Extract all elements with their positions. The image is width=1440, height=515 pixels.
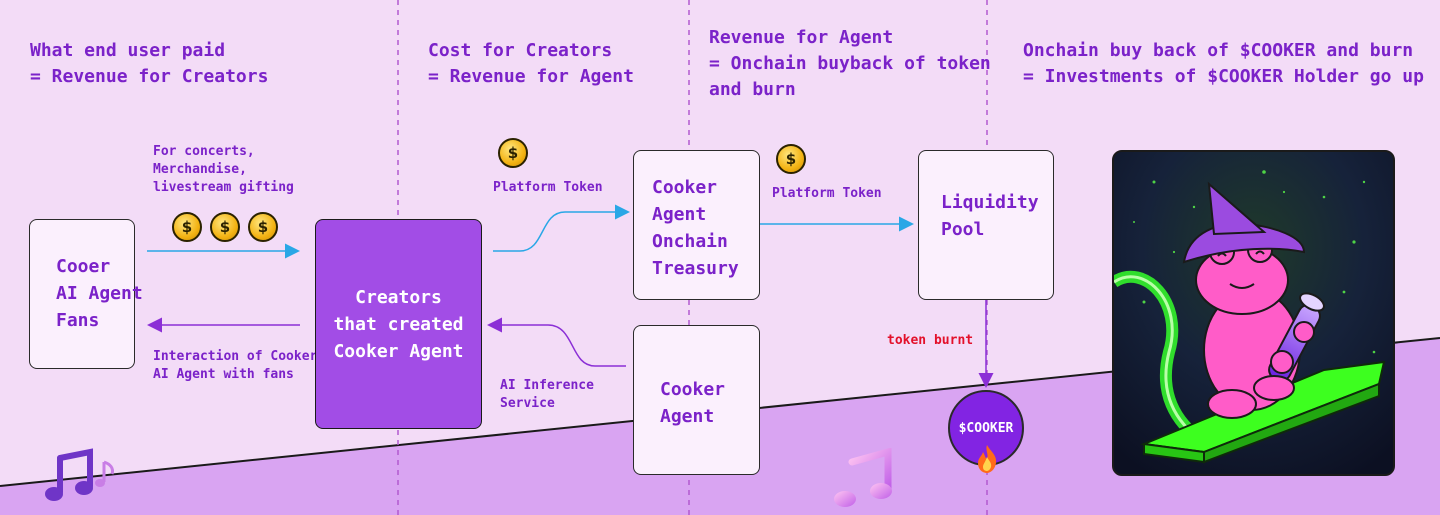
creators-box: Creators that created Cooker Agent [315, 219, 482, 429]
fire-icon [978, 445, 997, 473]
dollar-coin-icon: $ [776, 144, 806, 174]
heading-buyback-and-burn: Revenue for Agent = Onchain buyback of t… [709, 27, 991, 100]
ai-inference-label: AI Inference Service [500, 378, 594, 411]
platform-token-label-2: Platform Token [772, 186, 882, 201]
heading-revenue-for-creators: What end user paid = Revenue for Creator… [30, 40, 269, 87]
music-note-icon [834, 448, 892, 507]
creators-box-label: Creators that created Cooker Agent [333, 286, 464, 362]
token-burnt-label: token burnt [887, 333, 974, 348]
dollar-coin-icon: $ [248, 212, 278, 242]
dollar-coin-icon: $ [210, 212, 240, 242]
arrow-agent-to-creators [487, 317, 626, 367]
fans-box: Cooer AI Agent Fans [29, 219, 143, 369]
liquidity-pool-box: Liquidity Pool [918, 150, 1054, 300]
treasury-box-label: Cooker Agent Onchain Treasury [652, 177, 739, 279]
treasury-box: Cooker Agent Onchain Treasury [633, 150, 760, 300]
fans-box-label: Cooer AI Agent Fans [56, 256, 143, 331]
interaction-label: Interaction of Cooker AI Agent with fans [153, 349, 318, 382]
cooker-agent-label: Cooker Agent [660, 379, 726, 427]
cooker-agent-box: Cooker Agent [633, 325, 760, 475]
platform-token-label-1: Platform Token [493, 180, 603, 195]
heading-holder-investment: Onchain buy back of $COOKER and burn = I… [1023, 40, 1424, 87]
arrow-creators-to-treasury [493, 204, 630, 252]
dollar-coin-icon: $ [172, 212, 202, 242]
music-note-icon [45, 448, 114, 501]
payments-label: For concerts, Merchandise, livestream gi… [153, 144, 294, 195]
wizard-frog-icon [1114, 152, 1393, 474]
cooker-token-label: $COOKER [958, 420, 1014, 436]
liquidity-pool-label: Liquidity Pool [941, 192, 1039, 240]
wizard-frog-illustration [1112, 150, 1395, 476]
cooker-token-badge: $COOKER [948, 390, 1024, 466]
heading-revenue-for-agent: Cost for Creators = Revenue for Agent [428, 40, 634, 87]
dollar-coin-icon: $ [498, 138, 528, 168]
